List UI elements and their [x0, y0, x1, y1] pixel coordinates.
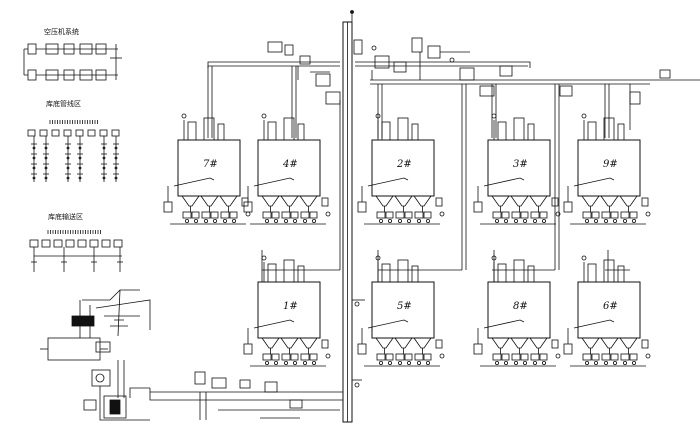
silo-label-9: 9#: [603, 159, 618, 170]
air-system-label: 空压机系统: [44, 28, 79, 36]
silo-1: [243, 255, 331, 367]
silo-label-2: 2#: [397, 159, 412, 170]
bottom-pipeline: [149, 299, 365, 420]
silo-9: [563, 113, 651, 225]
section-a-label: 库底管线区: [46, 100, 81, 108]
section-b-label: 库底输送区: [48, 213, 83, 221]
top-header-pipeline: [207, 37, 700, 270]
silo-label-8: 8#: [513, 301, 528, 312]
silo-label-7: 7#: [203, 159, 218, 170]
silo-8: [473, 255, 561, 367]
silo-2: [357, 113, 445, 225]
silo-4: [243, 113, 331, 225]
silo-6: [563, 255, 651, 367]
branch-pipes: [207, 66, 630, 282]
section-a-schematic: [27, 120, 120, 182]
section-b-schematic: [29, 230, 123, 272]
main-riser-column: [342, 10, 363, 423]
silo-label-1: 1#: [283, 301, 298, 312]
silo-5: [357, 255, 445, 367]
silo-3: [473, 113, 561, 225]
silo-label-6: 6#: [603, 301, 618, 312]
silo-label-3: 3#: [513, 159, 528, 170]
unloading-station: [40, 289, 151, 421]
silo-label-4: 4#: [283, 159, 298, 170]
silo-label-5: 5#: [397, 301, 412, 312]
air-compressor-schematic: [23, 43, 122, 81]
